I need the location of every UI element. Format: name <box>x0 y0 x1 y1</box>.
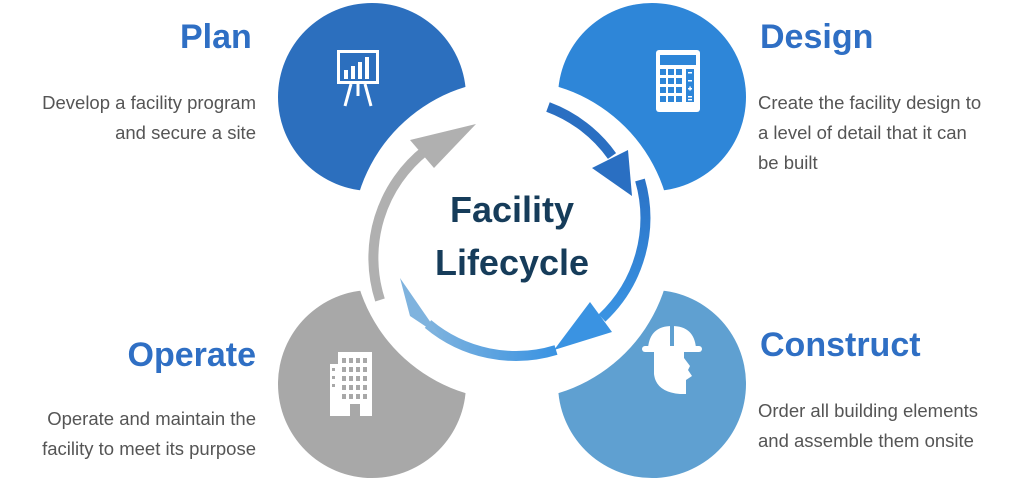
construct-description-line: and assemble them onsite <box>758 430 974 451</box>
design-description-line: be built <box>758 152 818 173</box>
arrow-design-to-construct <box>598 178 651 322</box>
operate-heading: Operate <box>127 336 257 374</box>
cycle-arrows <box>368 102 651 361</box>
construct-heading: Construct <box>760 326 921 364</box>
operate-description: Operate and maintain the facility to mee… <box>42 404 256 464</box>
design-heading: Design <box>760 18 874 56</box>
construct-description-line: Order all building elements <box>758 400 979 421</box>
design-description-line: Create the facility design to <box>758 92 982 113</box>
center-title-line2: Lifecycle <box>435 242 589 283</box>
arrow-operate-to-plan <box>368 146 430 302</box>
plan-heading: Plan <box>180 18 252 56</box>
office-building-icon <box>330 352 372 416</box>
plan-description-line: Develop a facility program <box>42 92 256 113</box>
arrow-construct-to-operate <box>424 320 558 361</box>
construct-description: Order all building elements and assemble… <box>758 396 978 456</box>
presentation-board-icon <box>337 50 379 107</box>
design-description: Create the facility design to a level of… <box>758 88 981 178</box>
operate-description-line: facility to meet its purpose <box>42 438 256 459</box>
design-description-line: a level of detail that it can <box>758 122 967 143</box>
arrowhead-construct-to-operate <box>400 278 440 336</box>
calculator-icon <box>656 50 700 112</box>
plan-description-line: and secure a site <box>115 122 256 143</box>
arrowhead-operate-to-plan <box>410 124 476 168</box>
arrowhead-plan-to-design <box>592 150 632 196</box>
arrow-plan-to-design <box>546 102 617 159</box>
center-title-line1: Facility <box>450 189 574 230</box>
arrowhead-design-to-construct <box>554 302 612 350</box>
operate-description-line: Operate and maintain the <box>47 408 256 429</box>
hard-hat-worker-icon <box>642 326 702 394</box>
plan-description: Develop a facility program and secure a … <box>42 88 256 148</box>
